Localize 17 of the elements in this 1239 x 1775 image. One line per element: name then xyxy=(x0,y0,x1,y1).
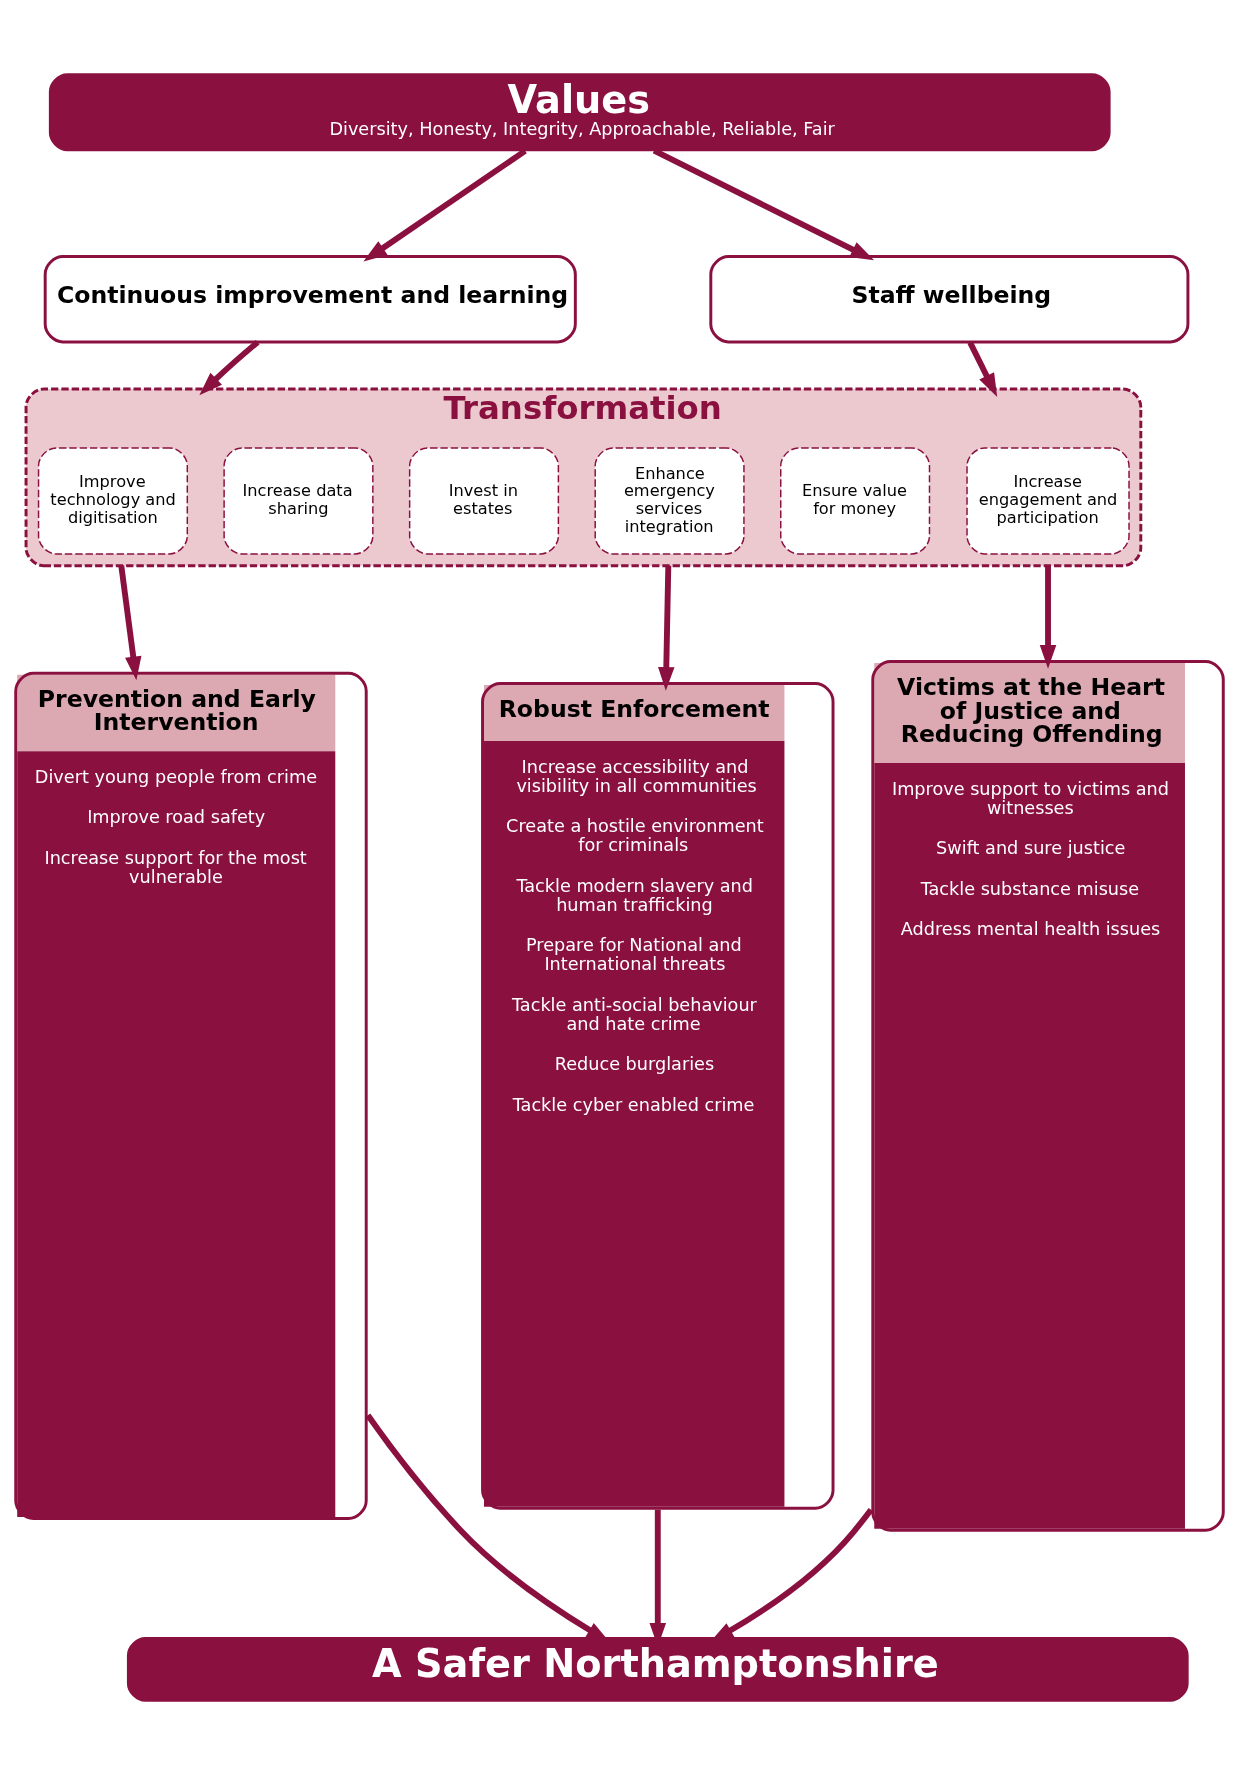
node-box: Increase engagement and participation xyxy=(966,447,1130,555)
node-box: Staff wellbeing xyxy=(709,255,1190,344)
arrow xyxy=(658,565,675,691)
node-box: Invest in estates xyxy=(408,447,560,555)
arrow xyxy=(199,339,260,396)
arrow xyxy=(118,565,142,681)
node-box: Enhance emergency services integration xyxy=(594,447,745,555)
node-box: Increase data sharing xyxy=(223,447,374,555)
arrow xyxy=(1039,565,1057,669)
arrow xyxy=(652,148,875,261)
node-box: A Safer Northamptonshire xyxy=(126,1637,1189,1702)
arrow xyxy=(967,341,998,398)
node-box: Continuous improvement and learning xyxy=(43,255,577,344)
node-box: Values Diversity, Honesty, Integrity, Approachable, Reliable, Fair xyxy=(48,73,1111,152)
node-box: Ensure value for money xyxy=(780,447,931,555)
arrow xyxy=(363,148,527,262)
node-box: Improve technology and digitisation xyxy=(37,447,189,555)
